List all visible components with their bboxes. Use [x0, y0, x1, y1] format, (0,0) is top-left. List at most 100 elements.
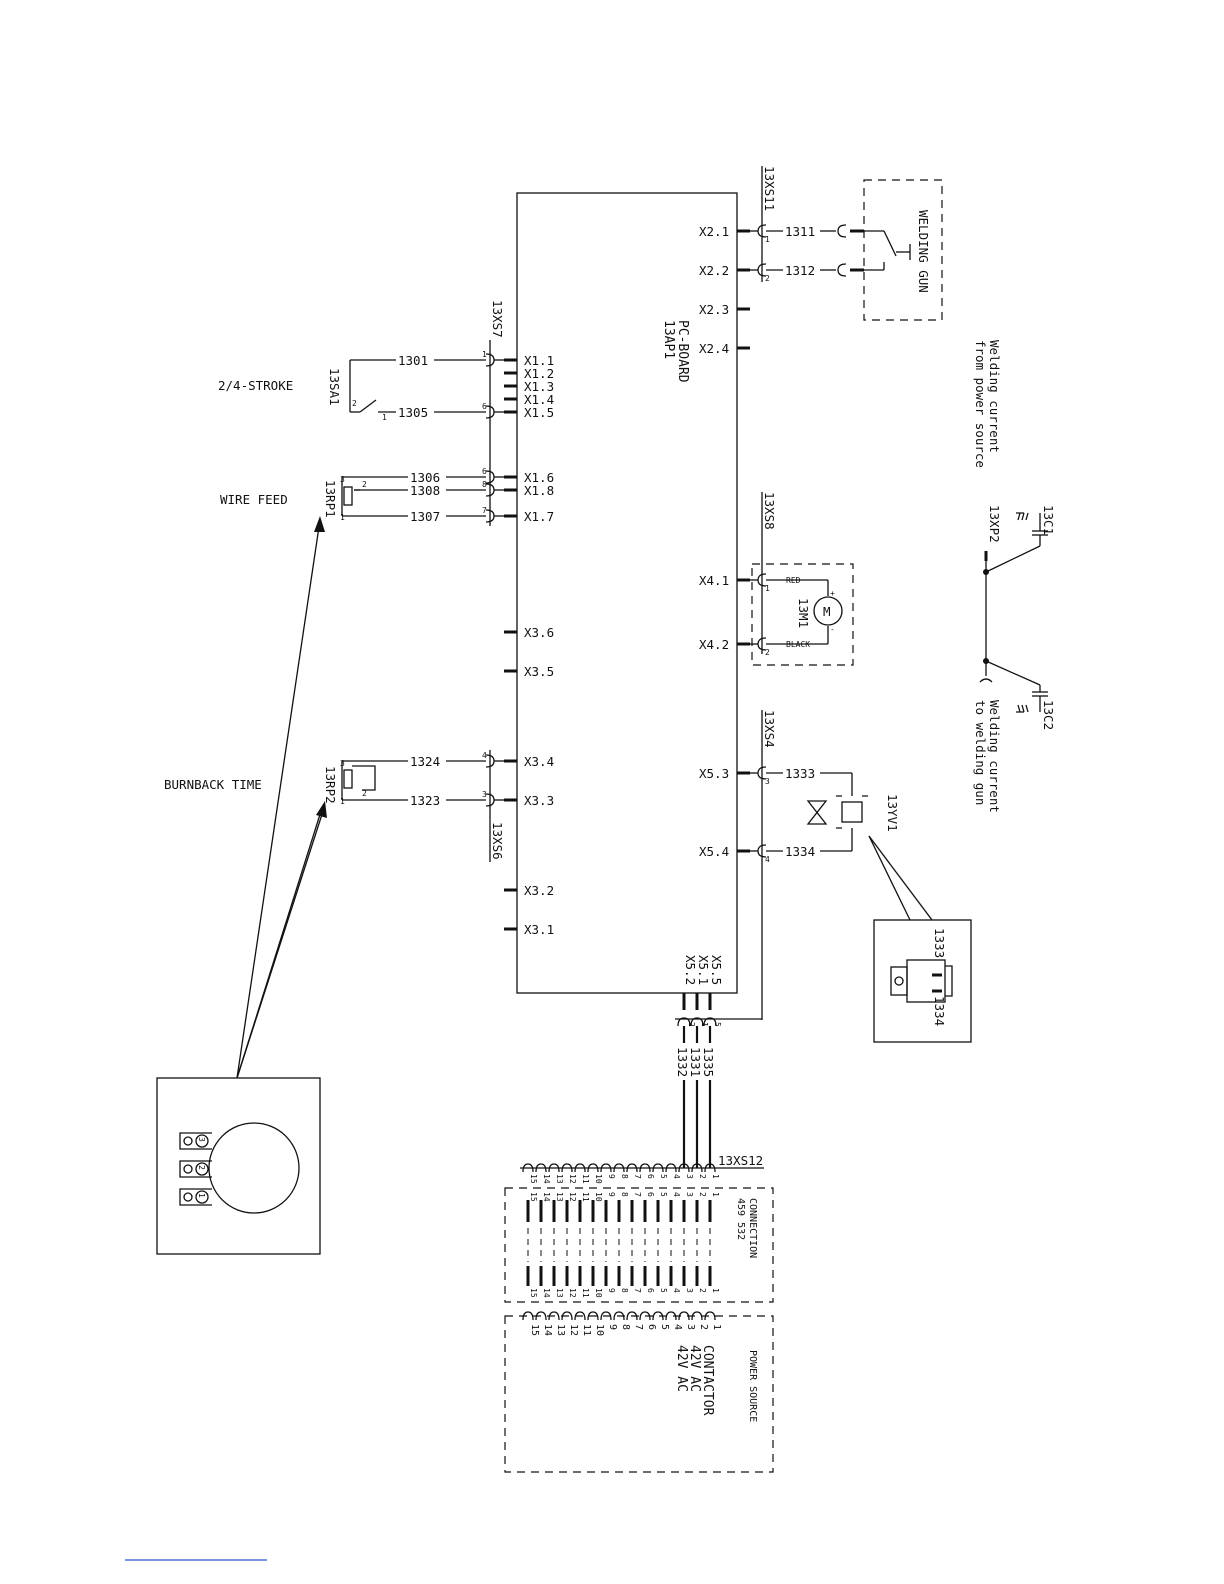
- power-source-pin-number: 4: [672, 1324, 683, 1330]
- xs12-plug: [600, 1163, 612, 1173]
- connection-title: CONNECTION: [747, 1198, 758, 1258]
- connection-pin-top: 14: [542, 1192, 551, 1202]
- motor-red: RED: [786, 576, 801, 585]
- connection-pin-top: 13: [555, 1192, 564, 1202]
- left-plug-symbols: [485, 353, 504, 807]
- sa1-pin1: 1: [382, 413, 387, 422]
- svg-text:3: 3: [340, 475, 345, 484]
- xs8-label: 13XS8: [762, 492, 777, 530]
- connection-pin-top: 2: [698, 1192, 707, 1197]
- connection-pin-top: 4: [672, 1192, 681, 1197]
- connection-pin-top: 5: [659, 1192, 668, 1197]
- xs12-plug: [691, 1163, 703, 1173]
- valve-symbol: [806, 800, 828, 825]
- connection-pin-bottom: 7: [633, 1288, 642, 1293]
- right-terminal-labels: X2.1 X2.2 X2.3 X2.4 X4.1 X4.2 X5.3 X5.4: [699, 224, 729, 859]
- left-terminals: [504, 358, 517, 931]
- power-source-plug: [678, 1311, 690, 1321]
- xs12-pin-number: 13: [555, 1174, 564, 1184]
- svg-text:1334: 1334: [932, 996, 947, 1026]
- xs12-plug: [613, 1163, 625, 1173]
- wire-1335: 1335: [701, 1047, 716, 1077]
- svg-text:7: 7: [482, 506, 487, 515]
- wire-feed-label: WIRE FEED: [220, 492, 288, 507]
- xs12-plug: [574, 1163, 586, 1173]
- xs12-pin-number: 10: [594, 1174, 603, 1184]
- svg-text:+: +: [830, 589, 835, 598]
- c2-label: 13C2: [1041, 700, 1056, 730]
- power-source-pin-number: 10: [594, 1324, 605, 1336]
- svg-text:Welding current: Welding current: [987, 700, 1002, 813]
- svg-text:2: 2: [197, 1165, 206, 1170]
- connection-pin-bottom: 9: [607, 1288, 616, 1293]
- terminal-x2-3: X2.3: [699, 302, 729, 317]
- c1-label: 13C1: [1041, 505, 1056, 535]
- xs12-pin-number: 6: [646, 1174, 655, 1179]
- xs12-pin-number: 15: [529, 1174, 538, 1184]
- left-pin-numbers: 1 6 6 8 7 4 3: [482, 350, 487, 799]
- svg-text:3: 3: [340, 759, 345, 768]
- bottom-plugs: [677, 1017, 717, 1027]
- connection-box: [504, 1187, 774, 1303]
- bottom-terminals: [682, 993, 712, 1010]
- terminal-x3-4: X3.4: [524, 754, 554, 769]
- rp2-label: 13RP2: [323, 766, 338, 804]
- wire-1311: 1311: [785, 224, 815, 239]
- gun-trigger: [864, 230, 911, 271]
- wire-1308: 1308: [410, 483, 440, 498]
- motor-box: [751, 563, 854, 666]
- rp2-resistor: [343, 769, 353, 789]
- gun-box: [863, 179, 943, 321]
- function-42v-ac-2: 42V AC: [674, 1345, 689, 1392]
- wire-1334: 1334: [785, 844, 815, 859]
- arrow-rp1: [314, 516, 325, 532]
- connection-pin-bottom: 5: [659, 1288, 668, 1293]
- board-name: PC-BOARD: [675, 320, 690, 383]
- xs4-label: 13XS4: [762, 710, 777, 748]
- terminal-x1-5: X1.5: [524, 405, 554, 420]
- terminal-x5-2: X5.2: [683, 955, 698, 985]
- power-source-plug: [522, 1311, 534, 1321]
- xs12-pin-number: 7: [633, 1174, 642, 1179]
- svg-text:8: 8: [482, 480, 487, 489]
- power-source-title: POWER SOURCE: [747, 1350, 758, 1422]
- welding-current-text: Welding current from power source Weldin…: [973, 340, 1002, 813]
- xs12-pin-number: 11: [581, 1174, 590, 1184]
- rp1-resistor: [343, 486, 353, 506]
- motor-symbol: [813, 596, 843, 626]
- function-contactor: CONTACTOR: [700, 1345, 715, 1416]
- wire-1312: 1312: [785, 263, 815, 278]
- xs12-pin-number: 1: [711, 1174, 720, 1179]
- svg-text:2: 2: [765, 274, 770, 283]
- power-source-plug: [691, 1311, 703, 1321]
- pot-terminals: [179, 1132, 212, 1206]
- connection-pin-bottom: 15: [529, 1288, 538, 1298]
- wire-1333: 1333: [785, 766, 815, 781]
- svg-text:3: 3: [482, 790, 487, 799]
- terminal-x3-3: X3.3: [524, 793, 554, 808]
- power-source-box: [504, 1315, 774, 1473]
- gun-label: WELDING GUN: [916, 210, 931, 293]
- wire-1301: 1301: [398, 353, 428, 368]
- xs12-pin-number: 5: [659, 1174, 668, 1179]
- power-source-pin-number: 13: [555, 1324, 566, 1336]
- terminal-x5-4: X5.4: [699, 844, 729, 859]
- power-source-plug: [600, 1311, 612, 1321]
- power-source-pin-number: 3: [685, 1324, 696, 1330]
- svg-text:1: 1: [765, 584, 770, 593]
- power-source-plug: [561, 1311, 573, 1321]
- connection-pin-top: 10: [594, 1192, 603, 1202]
- power-source-plug: [665, 1311, 677, 1321]
- connection-pin-top: 3: [685, 1192, 694, 1197]
- xs12-pin-number: 3: [685, 1174, 694, 1179]
- pc-board: [516, 192, 738, 994]
- xs12-pin-number: 14: [542, 1174, 551, 1184]
- left-wire-numbers: 1301 1305 1306 1308 1307 1324 1323: [398, 353, 440, 808]
- terminal-x4-2: X4.2: [699, 637, 729, 652]
- connection-pin-top: 11: [581, 1192, 590, 1202]
- pot-leader-lines: [236, 519, 326, 1079]
- svg-text:-: -: [830, 625, 835, 634]
- power-source-pin-number: 9: [607, 1324, 618, 1330]
